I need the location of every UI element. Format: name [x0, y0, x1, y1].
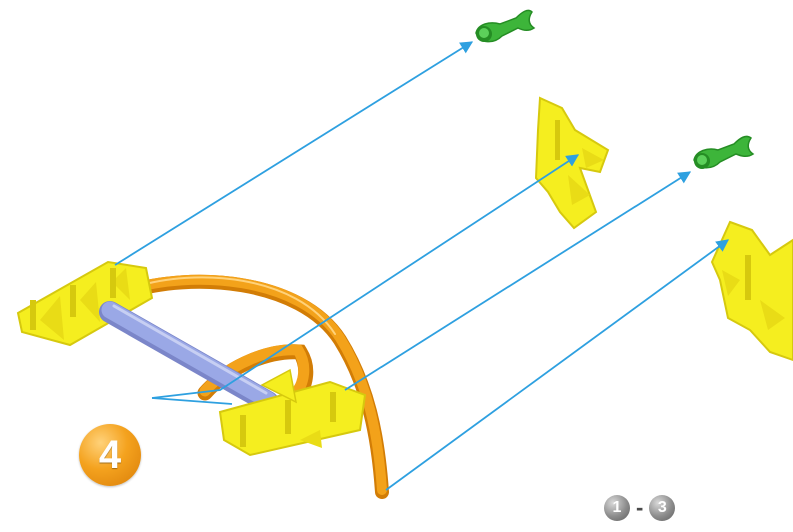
step-number-text: 4 — [99, 433, 121, 478]
green-clip-middle — [694, 136, 753, 169]
reference-separator: - — [636, 495, 643, 521]
yellow-connector-floating-top — [536, 98, 608, 228]
blue-rod — [110, 306, 268, 402]
assembly-arrows — [115, 42, 728, 490]
arrow-to-green-clip-top — [115, 42, 472, 265]
step-number-badge: 4 — [79, 424, 141, 486]
arrow-to-green-clip-middle — [345, 172, 690, 390]
step-reference: 1 - 3 — [604, 494, 675, 522]
green-clip-top — [476, 10, 534, 42]
arrow-to-connector-right — [386, 240, 728, 490]
arrow-from-connector-left — [152, 398, 232, 404]
reference-end-circle: 3 — [649, 495, 675, 521]
reference-start-circle: 1 — [604, 495, 630, 521]
